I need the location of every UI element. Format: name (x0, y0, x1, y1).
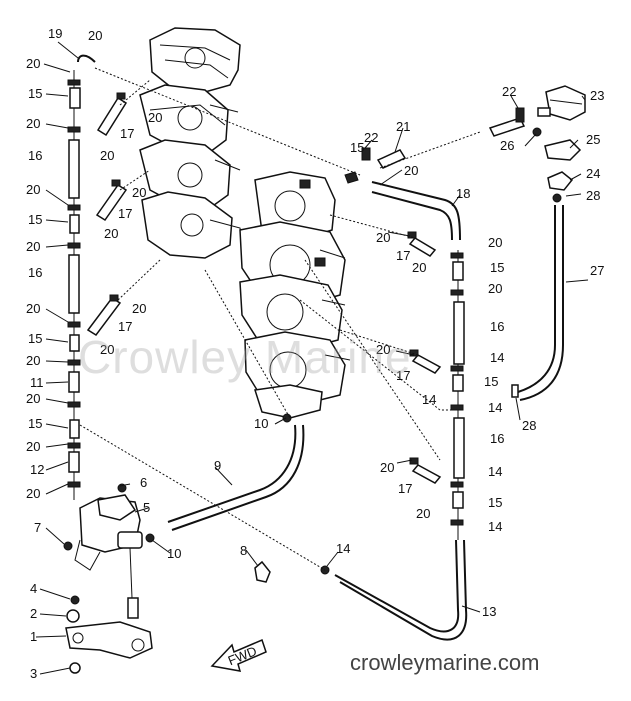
callout-14: 14 (490, 350, 504, 365)
callout-2: 2 (30, 606, 37, 621)
watermark: Crowley Marine (78, 331, 412, 383)
callout-19: 19 (48, 26, 62, 41)
fuel-pump (63, 483, 143, 619)
callout-25: 25 (586, 132, 600, 147)
site-label: crowleymarine.com (350, 650, 540, 675)
callout-16: 16 (28, 148, 42, 163)
callout-20: 20 (132, 301, 146, 316)
callout-20: 20 (404, 163, 418, 178)
callout-20: 20 (26, 182, 40, 197)
callout-22: 22 (364, 130, 378, 145)
callout-20: 20 (380, 460, 394, 475)
callout-15: 15 (28, 212, 42, 227)
hose-9 (167, 424, 305, 531)
callout-20: 20 (376, 342, 390, 357)
callout-14: 14 (488, 400, 502, 415)
callout-17: 17 (120, 126, 134, 141)
callout-18: 18 (456, 186, 470, 201)
callout-13: 13 (482, 604, 496, 619)
callout-20: 20 (26, 301, 40, 316)
callout-27: 27 (590, 263, 604, 278)
callout-23: 23 (590, 88, 604, 103)
left-hose-chain (67, 54, 96, 500)
callout-15: 15 (490, 260, 504, 275)
callout-28: 28 (586, 188, 600, 203)
upper-carburetor-assembly (139, 27, 243, 259)
callout-11: 11 (30, 375, 44, 390)
callout-20: 20 (416, 506, 430, 521)
callout-15: 15 (28, 416, 42, 431)
callout-20: 20 (100, 148, 114, 163)
callout-20: 20 (88, 28, 102, 43)
callout-14: 14 (488, 519, 502, 534)
short-hoses-left (86, 92, 128, 337)
callout-20: 20 (376, 230, 390, 245)
callout-20: 20 (26, 239, 40, 254)
callout-20: 20 (412, 260, 426, 275)
callout-20: 20 (26, 116, 40, 131)
callout-20: 20 (488, 281, 502, 296)
callout-7: 7 (34, 520, 41, 535)
callout-15: 15 (350, 140, 364, 155)
callout-16: 16 (490, 431, 504, 446)
pressure-regulator (344, 85, 586, 398)
callout-12: 12 (30, 462, 44, 477)
callout-20: 20 (148, 110, 162, 125)
short-hoses-right (407, 231, 442, 484)
callout-15: 15 (28, 331, 42, 346)
callout-14: 14 (422, 392, 436, 407)
callout-21: 21 (396, 119, 410, 134)
lower-carburetor-assembly (239, 171, 351, 419)
callout-1: 1 (30, 629, 37, 644)
callout-16: 16 (490, 319, 504, 334)
callout-14: 14 (336, 541, 350, 556)
callout-20: 20 (26, 391, 40, 406)
callout-4: 4 (30, 581, 37, 596)
hose-27 (517, 205, 564, 401)
hose-18 (371, 181, 461, 241)
callout-8: 8 (240, 543, 247, 558)
callout-15: 15 (28, 86, 42, 101)
callout-17: 17 (118, 319, 132, 334)
pump-bracket (65, 595, 153, 674)
callout-15: 15 (488, 495, 502, 510)
callout-26: 26 (500, 138, 514, 153)
callout-20: 20 (100, 342, 114, 357)
right-hose-chain (450, 250, 465, 540)
callout-22: 22 (502, 84, 516, 99)
callout-17: 17 (396, 248, 410, 263)
callout-28: 28 (522, 418, 536, 433)
callout-5: 5 (143, 500, 150, 515)
hose-13 (334, 539, 468, 641)
callout-20: 20 (488, 235, 502, 250)
clips (145, 413, 330, 583)
callout-24: 24 (586, 166, 600, 181)
callout-numbers: 19 20 20 15 20 16 20 15 20 16 20 15 20 1… (26, 26, 604, 681)
callout-20: 20 (26, 439, 40, 454)
callout-20: 20 (26, 56, 40, 71)
callout-9: 9 (214, 458, 221, 473)
callout-6: 6 (140, 475, 147, 490)
leader-lines (35, 41, 589, 675)
callout-20: 20 (26, 486, 40, 501)
callout-17: 17 (396, 368, 410, 383)
callout-20: 20 (26, 353, 40, 368)
callout-16: 16 (28, 265, 42, 280)
callout-20: 20 (132, 185, 146, 200)
callout-14: 14 (488, 464, 502, 479)
callout-10: 10 (167, 546, 181, 561)
callout-3: 3 (30, 666, 37, 681)
callout-15: 15 (484, 374, 498, 389)
callout-17: 17 (398, 481, 412, 496)
callout-17: 17 (118, 206, 132, 221)
callout-10: 10 (254, 416, 268, 431)
callout-20: 20 (104, 226, 118, 241)
forward-arrow: FWD (210, 638, 267, 672)
